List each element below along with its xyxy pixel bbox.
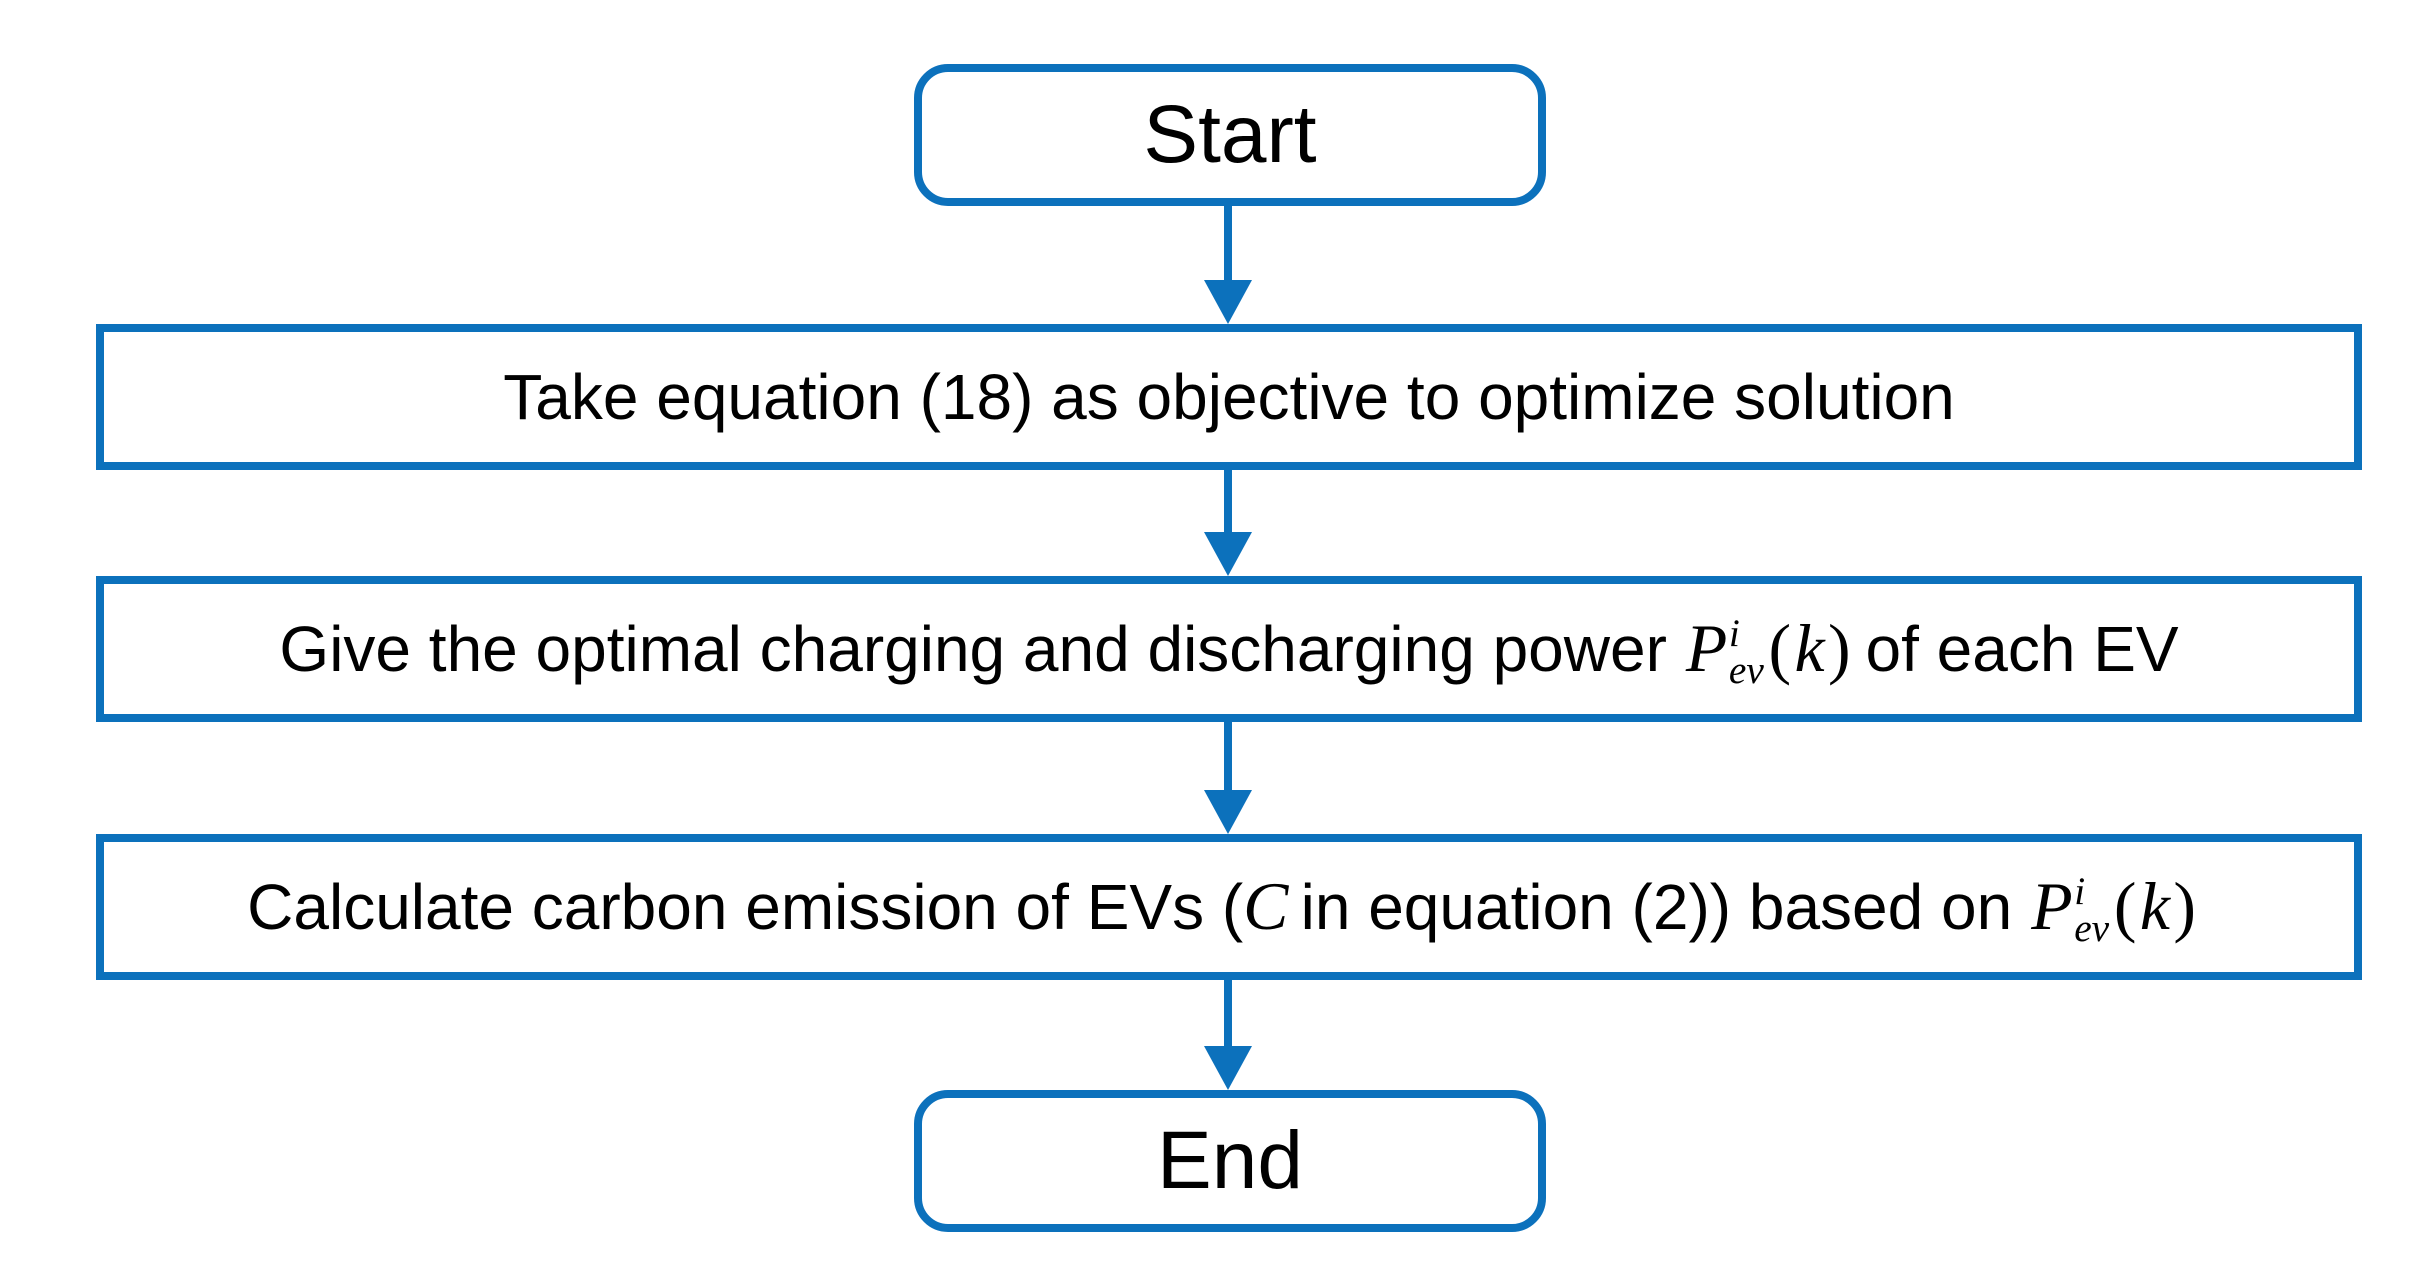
math-arg: k xyxy=(1794,611,1825,686)
arrow-shaft xyxy=(1224,722,1232,790)
math-close-paren: ) xyxy=(2173,869,2196,944)
end-node: End xyxy=(914,1090,1546,1232)
arrow-step2-to-step3 xyxy=(1204,722,1252,834)
math-arg: k xyxy=(2139,869,2170,944)
math-close-paren: ) xyxy=(1827,611,1851,686)
step2-text-after: of each EV xyxy=(1865,613,2179,685)
arrow-head-icon xyxy=(1204,280,1252,324)
start-label: Start xyxy=(1143,89,1317,180)
process-node-objective: Take equation (18) as objective to optim… xyxy=(96,324,2362,470)
math-sub: ev xyxy=(1728,648,1764,693)
process-node-optimal-power: Give the optimal charging and dischargin… xyxy=(96,576,2362,722)
end-label: End xyxy=(1157,1115,1303,1206)
step3-text-mid: in equation (2)) based on xyxy=(1300,871,2013,943)
step3-text-before: Calculate carbon emission of EVs ( xyxy=(247,871,1244,943)
start-node: Start xyxy=(914,64,1546,206)
math-open-paren: ( xyxy=(1768,611,1792,686)
arrow-start-to-step1 xyxy=(1204,206,1252,324)
arrow-shaft xyxy=(1224,206,1232,280)
math-open-paren: ( xyxy=(2113,869,2137,944)
math-var-c: C xyxy=(1243,869,1289,944)
arrow-shaft xyxy=(1224,470,1232,532)
arrow-head-icon xyxy=(1204,790,1252,834)
step1-text: Take equation (18) as objective to optim… xyxy=(503,361,1955,433)
arrow-step1-to-step2 xyxy=(1204,470,1252,576)
math-base: P xyxy=(1685,611,1728,686)
math-sup: i xyxy=(2074,868,2086,913)
arrow-step3-to-end xyxy=(1204,980,1252,1090)
arrow-shaft xyxy=(1224,980,1232,1046)
math-sup: i xyxy=(1728,610,1740,655)
arrow-head-icon xyxy=(1204,1046,1252,1090)
step2-text-before: Give the optimal charging and dischargin… xyxy=(279,613,1667,685)
math-base: P xyxy=(2031,869,2073,944)
arrow-head-icon xyxy=(1204,532,1252,576)
math-sub: ev xyxy=(2074,906,2110,951)
